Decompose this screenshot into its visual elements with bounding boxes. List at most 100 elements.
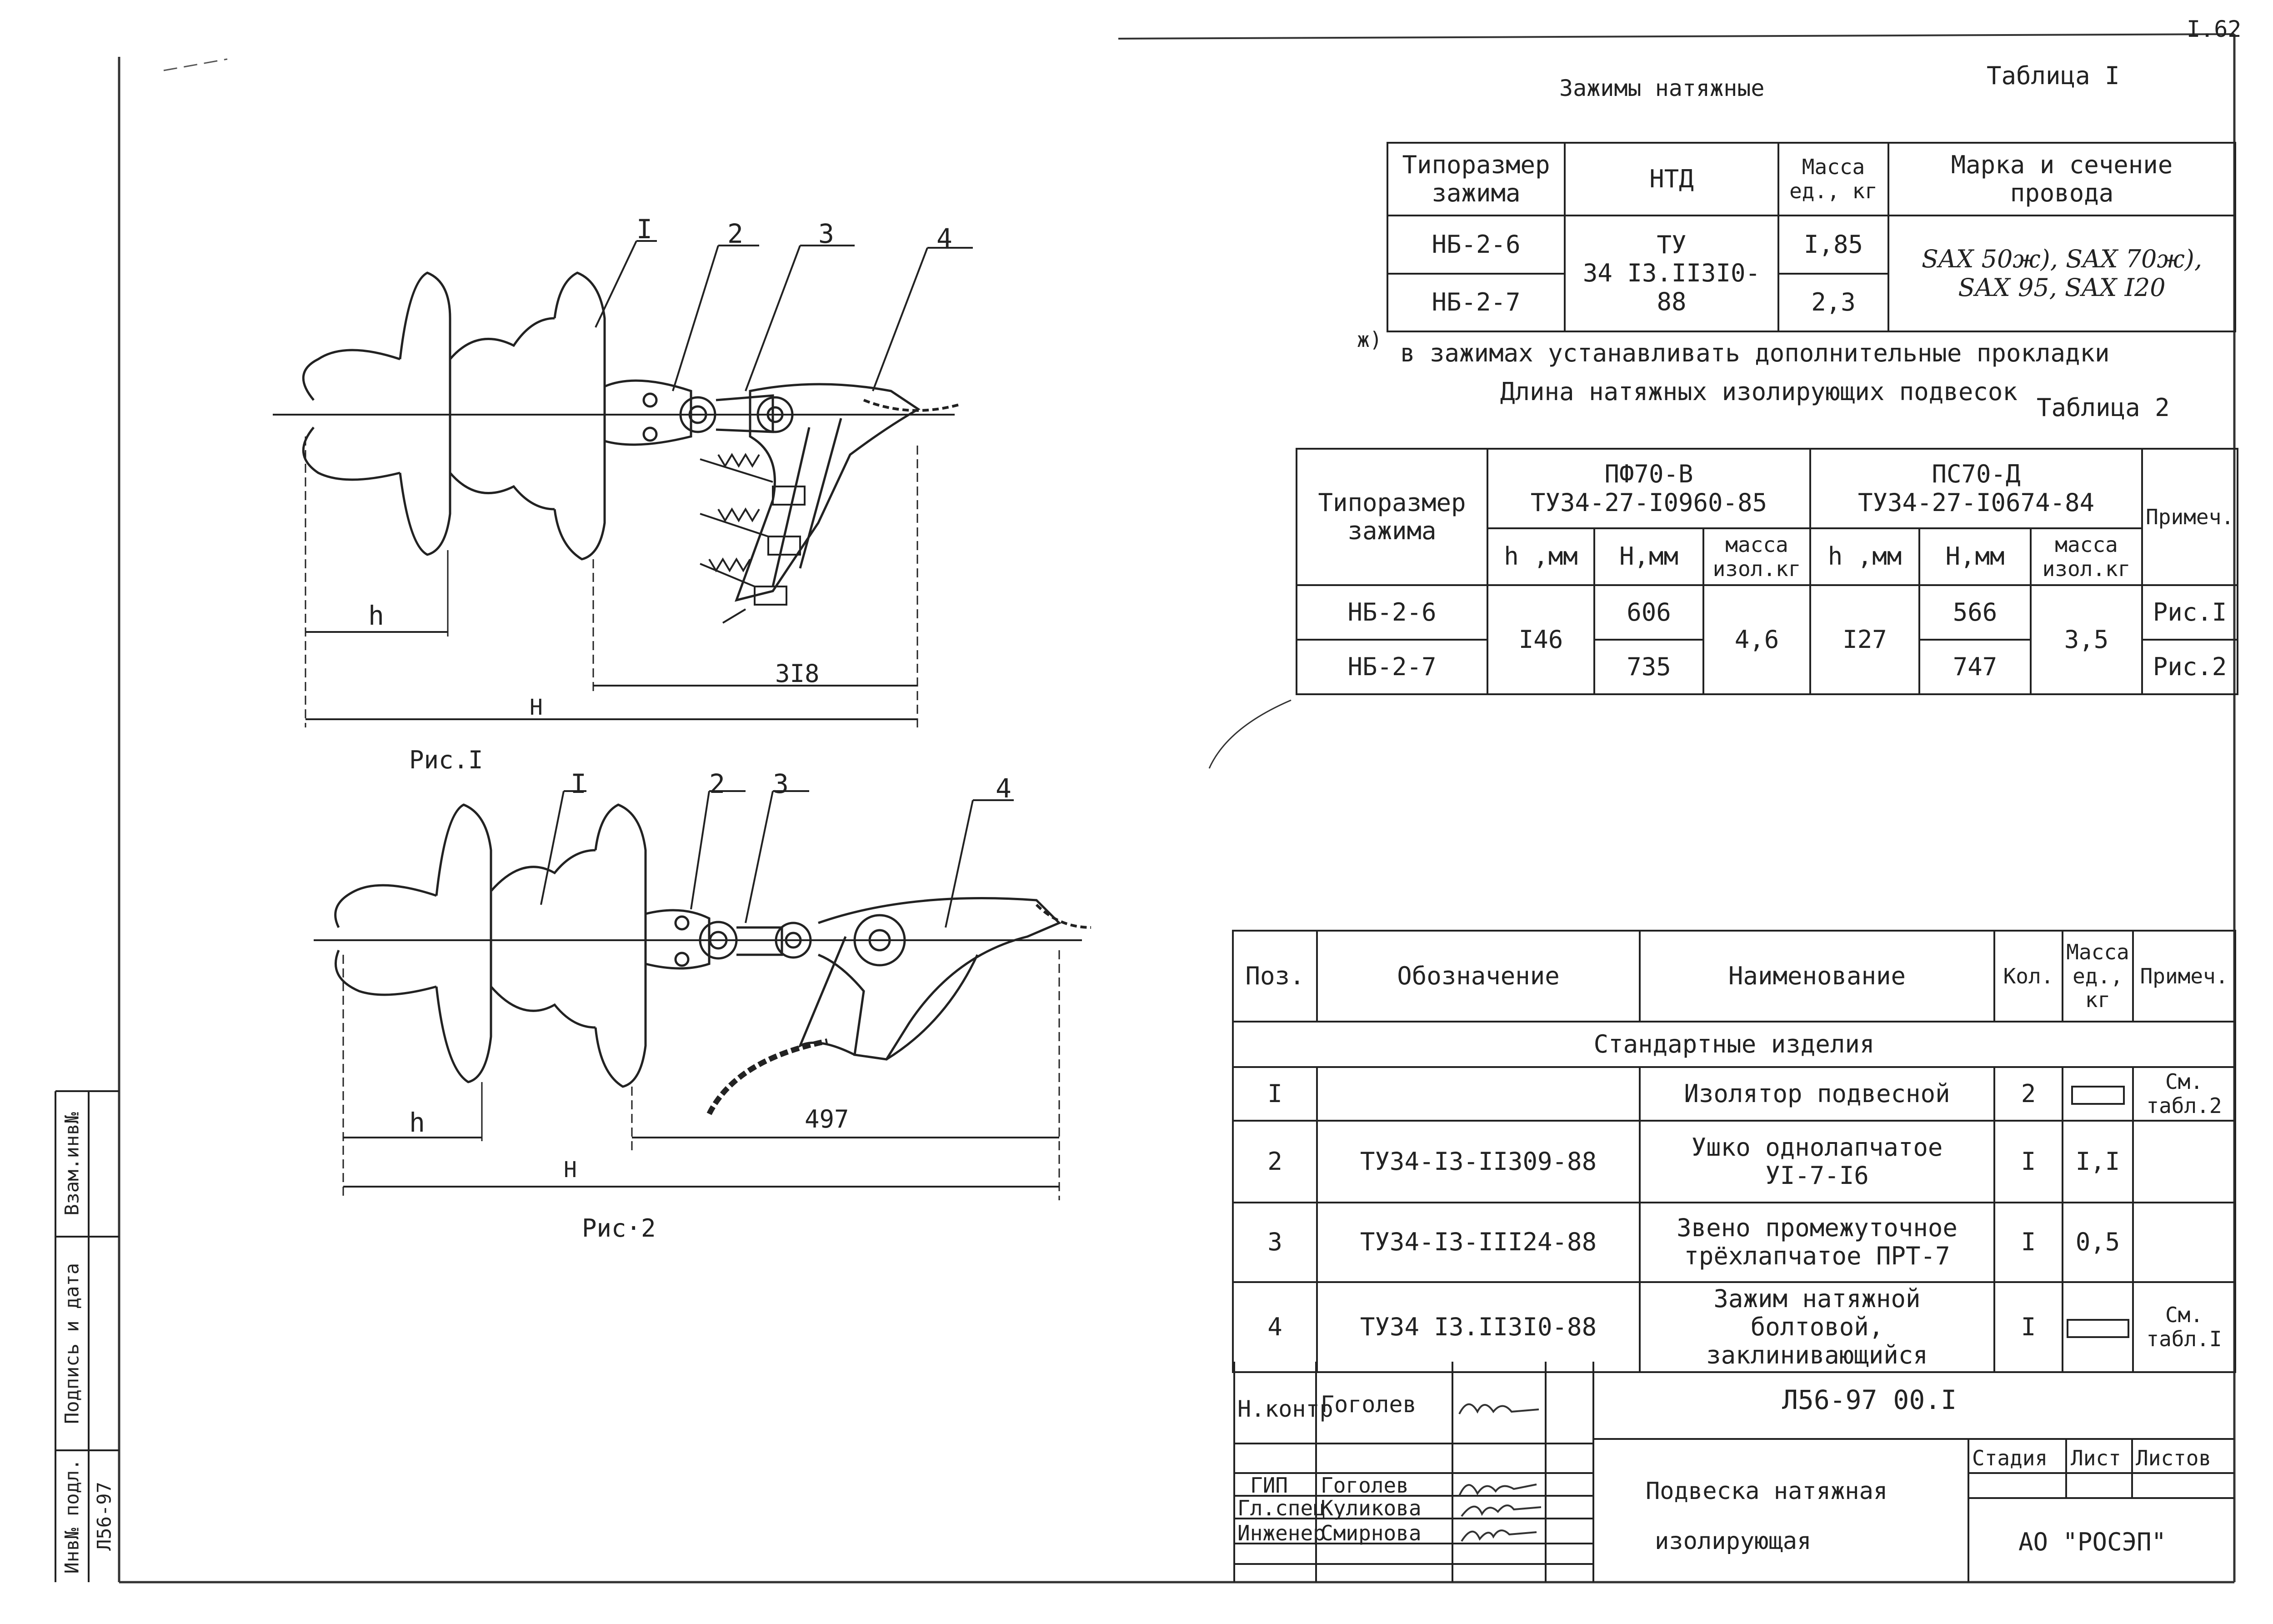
table2-h2: I27 xyxy=(1809,584,1921,695)
table1-mass-nb26: I,85 xyxy=(1777,215,1889,275)
table2-H2-nb26: 566 xyxy=(1918,584,2032,641)
spec-header-code: Обозначение xyxy=(1316,930,1641,1023)
fig1-callout-2: 2 xyxy=(727,218,743,249)
spec-row2-mass: I,I xyxy=(2062,1119,2134,1203)
stamp-org: АО "РОСЭП" xyxy=(2018,1528,2167,1556)
table2-sub-H1: H,мм xyxy=(1593,527,1704,586)
fig2-dim-497: 497 xyxy=(805,1105,849,1133)
side-inv-podl: Инв№ подл. xyxy=(60,1459,83,1574)
spec-row1-name: Изолятор подвесной xyxy=(1639,1066,1995,1122)
page-number: I.62 xyxy=(2187,16,2242,42)
spec-header-name: Наименование xyxy=(1639,930,1995,1023)
spec-row4-qty: I xyxy=(1993,1281,2063,1373)
spec-row4-pos: 4 xyxy=(1232,1281,1318,1373)
fig2-dim-h: h xyxy=(409,1107,425,1138)
table2-sub-mass2: масса изол.кг xyxy=(2030,527,2143,586)
spec-row3-pos: 3 xyxy=(1232,1201,1318,1283)
table2-sub-h2: h ,мм xyxy=(1809,527,1921,586)
spec-row3-mass: 0,5 xyxy=(2062,1201,2134,1283)
table2-H2-nb27: 747 xyxy=(1918,639,2032,695)
side-signature-date: Подпись и дата xyxy=(60,1263,83,1424)
spec-row1-mass xyxy=(2062,1066,2134,1122)
stamp-title-line2: изолирующая xyxy=(1655,1528,1812,1555)
spec-header-note: Примеч. xyxy=(2132,930,2236,1023)
spec-row4-name: Зажим натяжной болтовой,заклинивающийся xyxy=(1639,1281,1995,1373)
fig1-dim-H: H xyxy=(530,695,543,720)
fig1-dim-h: h xyxy=(368,600,384,631)
fig2-dim-H: H xyxy=(564,1157,577,1183)
table1-footnote: в зажимах устанавливать дополнительные п… xyxy=(1400,339,2110,367)
table1-type-nb27: НБ-2-7 xyxy=(1387,273,1566,332)
stamp-role-engineer: Инженер xyxy=(1237,1521,1326,1545)
table1-caption: Зажимы натяжные xyxy=(1559,75,1765,101)
stamp-name-engineer: Смирнова xyxy=(1321,1521,1422,1545)
spec-row4-mass xyxy=(2062,1281,2134,1373)
table1-footnote-mark: ж) xyxy=(1357,327,1382,352)
table2-h1: I46 xyxy=(1487,584,1595,695)
mass-placeholder-box xyxy=(2071,1086,2125,1105)
stamp-name-glspec: Куликова xyxy=(1321,1496,1422,1520)
fig1-dim-318: 3I8 xyxy=(775,659,820,688)
fig1-callout-1: I xyxy=(636,214,652,245)
table2-label: Таблица 2 xyxy=(2037,393,2170,422)
table2-sub-mass1: масса изол.кг xyxy=(1702,527,1812,586)
stamp-header-stage: Стадия xyxy=(1972,1446,2048,1470)
spec-row4-note: См. табл.I xyxy=(2132,1281,2236,1373)
fig2-callout-3: 3 xyxy=(773,768,789,799)
stamp-title-line1: Подвеска натяжная xyxy=(1646,1478,1888,1505)
stamp-name-gip: Гоголев xyxy=(1321,1473,1409,1498)
stamp-header-sheets: Листов xyxy=(2136,1446,2212,1470)
spec-table: Поз. Обозначение Наименование Кол. Масса… xyxy=(1232,930,2236,1373)
table2-sub-H2: H,мм xyxy=(1918,527,2032,586)
spec-section-standard: Стандартные изделия xyxy=(1232,1021,2236,1068)
signatures xyxy=(1458,1403,1542,1542)
table2-type-nb26: НБ-2-6 xyxy=(1296,584,1488,641)
table2-H1-nb26: 606 xyxy=(1593,584,1704,641)
spec-row2-qty: I xyxy=(1993,1119,2063,1203)
stamp-role-ncontr: Н.контр xyxy=(1237,1396,1333,1422)
spec-header-qty: Кол. xyxy=(1993,930,2063,1023)
fig2-callout-2: 2 xyxy=(709,768,725,799)
mass-placeholder-box xyxy=(2066,1319,2129,1338)
spec-row1-note: См. табл.2 xyxy=(2132,1066,2236,1122)
spec-row3-note xyxy=(2132,1201,2236,1283)
side-number: Л56-97 xyxy=(93,1482,115,1551)
table1: Типоразмер зажима НТД Масса ед., кг Марк… xyxy=(1387,142,2236,332)
table2-m2: 3,5 xyxy=(2030,584,2143,695)
fig1-callout-3: 3 xyxy=(818,218,834,249)
spec-header-pos: Поз. xyxy=(1232,930,1318,1023)
stamp-grid xyxy=(1233,1362,2234,1582)
spec-row4-code: ТУ34 I3.II3I0-88 xyxy=(1316,1281,1641,1373)
spec-row1-pos: I xyxy=(1232,1066,1318,1122)
stamp-role-glspec: Гл.спец xyxy=(1237,1496,1326,1520)
figure2-drawing xyxy=(314,790,1091,1200)
spec-row2-pos: 2 xyxy=(1232,1119,1318,1203)
table1-header-ntd: НТД xyxy=(1564,142,1779,216)
spec-header-mass: Масса ед., кг xyxy=(2062,930,2134,1023)
stamp-name-ncontr: Гоголев xyxy=(1321,1391,1417,1418)
spec-row3-qty: I xyxy=(1993,1201,2063,1283)
table1-header-mass: Масса ед., кг xyxy=(1777,142,1889,216)
stamp-designation: Л56-97 00.I xyxy=(1782,1384,1957,1415)
table1-label: Таблица I xyxy=(1987,61,2120,90)
table2-type-nb27: НБ-2-7 xyxy=(1296,639,1488,695)
side-strip-grid xyxy=(55,1090,119,1582)
table2-note-nb26: Рис.I xyxy=(2141,584,2239,641)
table2-H1-nb27: 735 xyxy=(1593,639,1704,695)
fig1-callout-4: 4 xyxy=(936,223,952,254)
spec-row2-note xyxy=(2132,1119,2236,1203)
spec-row1-qty: 2 xyxy=(1993,1066,2063,1122)
side-vzam-inv: Взам.инв№ xyxy=(60,1112,83,1216)
table2-sub-h1: h ,мм xyxy=(1487,527,1595,586)
figure1-drawing xyxy=(273,240,973,727)
fig1-caption: Рис.I xyxy=(409,746,483,774)
table1-header-type: Типоразмер зажима xyxy=(1387,142,1566,216)
table1-wires: SAX 50ж), SAX 70ж),SAX 95, SAX I20 xyxy=(1887,215,2236,332)
spec-row1-code xyxy=(1316,1066,1641,1122)
